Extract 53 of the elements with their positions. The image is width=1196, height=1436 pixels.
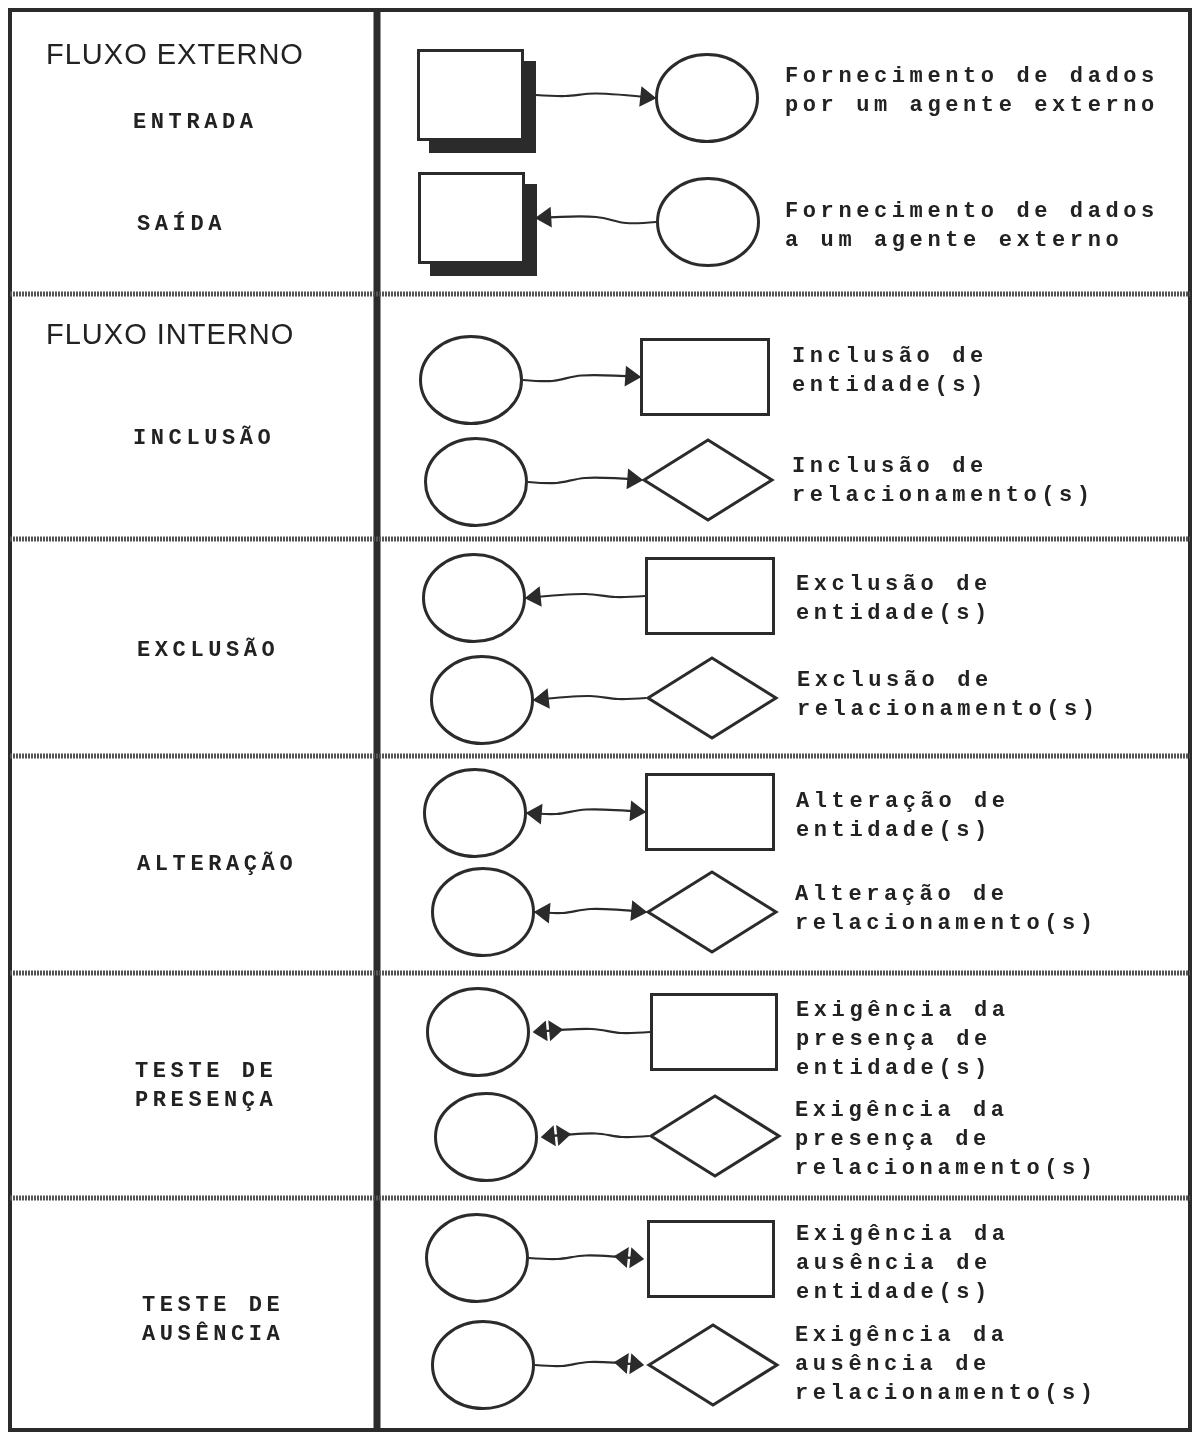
arrow [526, 801, 646, 824]
flow-type-label: ENTRADA [133, 109, 259, 137]
flow-type-label: TESTE DE AUSÊNCIA [142, 1292, 286, 1349]
process-circle [419, 335, 523, 425]
relationship-diamond [646, 870, 778, 954]
arrow [522, 366, 641, 386]
description-text: Fornecimento de dados a um agente externo [785, 198, 1160, 255]
process-circle [422, 553, 526, 643]
process-circle [423, 768, 527, 858]
process-circle [425, 1213, 529, 1303]
process-circle [434, 1092, 538, 1182]
description-text: Exigência da ausência de entidade(s) [796, 1221, 1011, 1307]
relationship-diamond [647, 1323, 779, 1407]
flow-type-label: ALTERAÇÃO [137, 850, 299, 879]
entity-rectangle [645, 773, 775, 851]
entity-rectangle [645, 557, 775, 635]
process-circle [424, 437, 528, 527]
arrow [535, 86, 656, 107]
description-text: Fornecimento de dados por um agente externo [785, 63, 1160, 120]
external-agent-box [416, 49, 536, 153]
description-text: Inclusão de relacionamento(s) [792, 453, 1096, 510]
description-text: Inclusão de entidade(s) [792, 343, 989, 400]
entity-rectangle [647, 1220, 775, 1298]
description-text: Exigência da presença de relacionamento(s) [795, 1097, 1099, 1183]
arrow [525, 586, 646, 607]
process-circle [431, 1320, 535, 1410]
relationship-diamond [649, 1094, 781, 1178]
process-circle [431, 867, 535, 957]
process-circle [655, 53, 759, 143]
flow-type-label: TESTE DE PRESENÇA [135, 1058, 279, 1115]
description-text: Alteração de relacionamento(s) [795, 881, 1099, 938]
description-text: Exigência da ausência de relacionamento(s) [795, 1322, 1099, 1408]
section-heading: FLUXO INTERNO [46, 318, 296, 351]
description-text: Alteração de entidade(s) [796, 788, 1011, 845]
relationship-diamond [642, 438, 774, 522]
flow-type-label: SAÍDA [137, 210, 227, 239]
arrow [534, 901, 647, 923]
entity-rectangle [650, 993, 778, 1071]
section-heading: FLUXO EXTERNO [46, 38, 305, 71]
process-circle [656, 177, 760, 267]
description-text: Exclusão de entidade(s) [796, 571, 993, 628]
flow-type-label: INCLUSÃO [133, 424, 277, 453]
external-agent-box [417, 172, 537, 276]
relationship-diamond [646, 656, 778, 740]
description-text: Exclusão de relacionamento(s) [797, 667, 1101, 724]
entity-rectangle [640, 338, 770, 416]
process-circle [426, 987, 530, 1077]
description-text: Exigência da presença de entidade(s) [796, 997, 1011, 1083]
arrow [527, 469, 643, 489]
arrow [535, 207, 657, 227]
process-circle [430, 655, 534, 745]
arrow [533, 688, 647, 709]
flow-type-label: EXCLUSÃO [137, 636, 281, 665]
